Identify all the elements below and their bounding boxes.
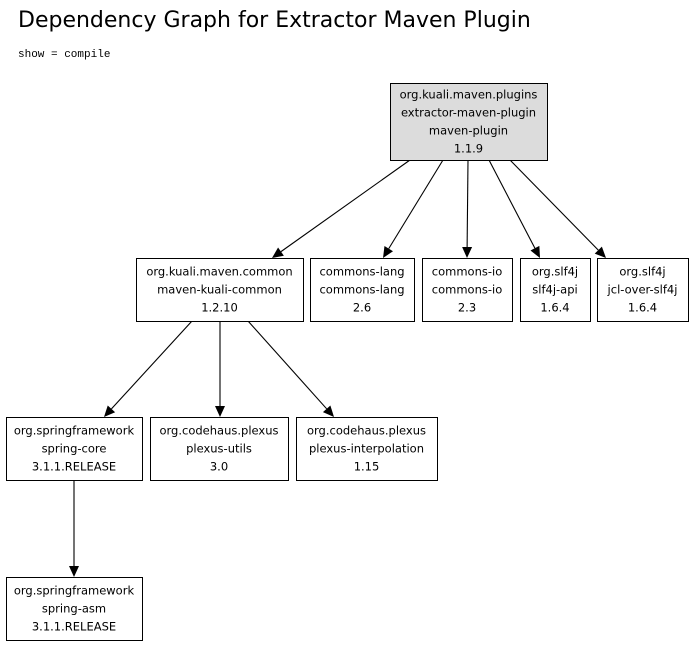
node-label-line: org.codehaus.plexus <box>307 424 426 438</box>
edge-line <box>466 159 469 248</box>
arrowhead-icon <box>215 406 225 417</box>
arrowhead-icon <box>272 247 284 258</box>
node-label-line: plexus-utils <box>186 442 252 456</box>
node-label-line: commons-io <box>432 283 502 297</box>
edge-line <box>111 320 193 410</box>
node-label-line: 3.1.1.RELEASE <box>32 460 116 474</box>
node-label-line: 3.1.1.RELEASE <box>32 620 116 634</box>
node-label-line: spring-asm <box>42 602 106 616</box>
node-box <box>422 258 513 322</box>
arrowhead-icon <box>383 246 394 258</box>
node-label-line: commons-lang <box>319 265 404 279</box>
dependency-edge <box>104 320 193 417</box>
node-label-line: commons-lang <box>319 283 404 297</box>
dependency-edge <box>69 480 79 577</box>
dependency-node-jcl-over-slf4j: org.slf4j jcl-over-slf4j 1.6.4 <box>597 258 689 322</box>
node-label-line: slf4j-api <box>532 283 577 297</box>
dependency-node-plexus-utils: org.codehaus.plexus plexus-utils 3.0 <box>150 417 289 481</box>
node-label-line: org.slf4j <box>532 265 578 279</box>
dependency-node-spring-core: org.springframework spring-core 3.1.1.RELE… <box>6 417 143 481</box>
node-box <box>136 258 304 322</box>
dependency-edge <box>272 159 411 258</box>
node-label-line: org.springframework <box>14 584 135 598</box>
node-box <box>6 417 143 481</box>
edge-line <box>488 159 536 249</box>
edge-line <box>388 159 444 249</box>
dependency-edge <box>215 321 225 417</box>
dependency-node-spring-asm: org.springframework spring-asm 3.1.1.RELEA… <box>6 577 143 641</box>
dependency-edge <box>247 320 334 417</box>
arrowhead-icon <box>104 405 116 417</box>
node-label-line: 1.6.4 <box>540 301 569 315</box>
dependency-node-commons-lang: commons-lang commons-lang 2.6 <box>310 258 415 322</box>
dependency-edge <box>509 159 606 258</box>
node-label-line: 1.15 <box>354 460 380 474</box>
node-label-line: 3.0 <box>210 460 228 474</box>
node-label-line: org.springframework <box>14 424 135 438</box>
node-label-line: plexus-interpolation <box>309 442 424 456</box>
scope-filter-label: show = compile <box>18 49 111 61</box>
dependency-edge <box>383 159 444 258</box>
node-box <box>6 577 143 641</box>
node-label-line: 1.6.4 <box>628 301 657 315</box>
node-label-line: 1.2.10 <box>201 301 238 315</box>
node-label-line: 2.6 <box>353 301 371 315</box>
node-box <box>296 417 438 481</box>
node-label-line: 1.1.9 <box>454 142 483 156</box>
arrowhead-icon <box>462 246 473 258</box>
node-box <box>597 258 689 322</box>
dependency-node-slf4j-api: org.slf4j slf4j-api 1.6.4 <box>520 258 591 322</box>
graph-nodes: org.kuali.maven.plugins extractor-maven-p… <box>6 83 689 641</box>
node-label-line: org.kuali.maven.plugins <box>400 88 538 102</box>
node-label-line: org.kuali.maven.common <box>146 265 292 279</box>
edge-line <box>247 320 328 410</box>
node-box <box>520 258 591 322</box>
edge-line <box>280 159 411 253</box>
node-label-line: maven-plugin <box>429 124 508 138</box>
node-label-line: spring-core <box>42 442 107 456</box>
page-title: Dependency Graph for Extractor Maven Plu… <box>18 8 531 33</box>
node-box <box>390 83 548 161</box>
node-box <box>150 417 289 481</box>
dependency-node-commons-io: commons-io commons-io 2.3 <box>422 258 513 322</box>
dependency-edge <box>488 159 540 258</box>
node-label-line: commons-io <box>432 265 502 279</box>
node-box <box>310 258 415 322</box>
dependency-node-kuali-common: org.kuali.maven.common maven-kuali-common… <box>136 258 304 322</box>
arrowhead-icon <box>69 566 79 577</box>
edge-line <box>509 159 599 251</box>
node-label-line: 2.3 <box>458 301 476 315</box>
arrowhead-icon <box>322 405 334 417</box>
dependency-edge <box>462 159 473 258</box>
node-label-line: maven-kuali-common <box>157 283 282 297</box>
dependency-node-root: org.kuali.maven.plugins extractor-maven-p… <box>390 83 548 161</box>
node-label-line: org.slf4j <box>619 265 665 279</box>
dependency-node-plexus-interpolation: org.codehaus.plexus plexus-interpolation 1… <box>296 417 438 481</box>
node-label-line: org.codehaus.plexus <box>160 424 279 438</box>
node-label-line: jcl-over-slf4j <box>607 283 678 297</box>
graph-edges <box>69 159 606 577</box>
arrowhead-icon <box>594 246 606 258</box>
node-label-line: extractor-maven-plugin <box>401 106 536 120</box>
arrowhead-icon <box>530 245 540 258</box>
